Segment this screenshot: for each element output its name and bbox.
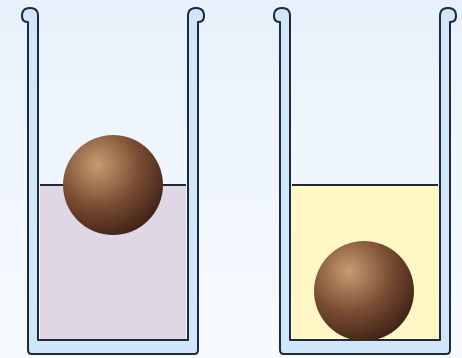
right-ball: [314, 241, 414, 341]
left-ball: [63, 135, 163, 235]
